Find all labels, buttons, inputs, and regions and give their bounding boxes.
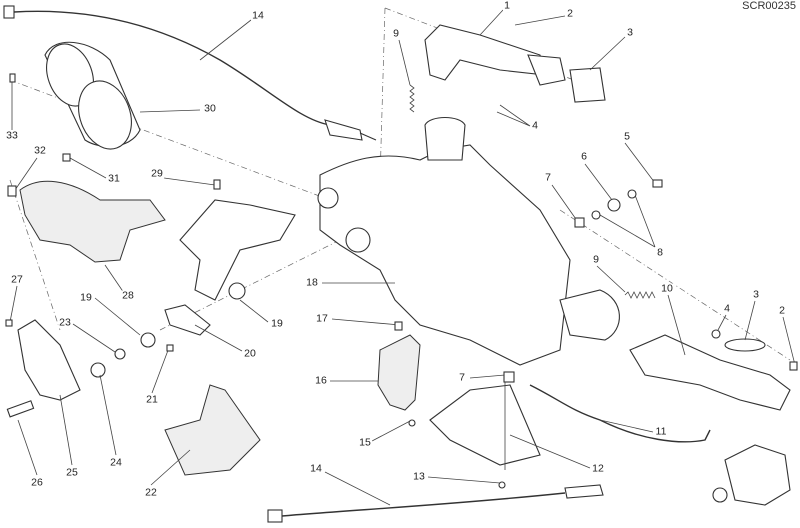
support-bracket bbox=[90, 282, 246, 378]
callout-13: 13 bbox=[412, 470, 426, 483]
callout-3: 3 bbox=[752, 288, 760, 301]
callout-22: 22 bbox=[144, 486, 158, 499]
callout-2: 2 bbox=[566, 7, 574, 20]
springs bbox=[409, 84, 656, 299]
callout-33: 33 bbox=[5, 129, 19, 142]
callout-14: 14 bbox=[251, 9, 265, 22]
callout-9: 9 bbox=[392, 27, 400, 40]
header-pipe-top bbox=[424, 24, 606, 103]
callout-19: 19 bbox=[79, 291, 93, 304]
callout-16: 16 bbox=[314, 374, 328, 387]
callout-9: 9 bbox=[592, 253, 600, 266]
lambda-sensor-bottom bbox=[267, 484, 604, 523]
callout-24: 24 bbox=[109, 456, 123, 469]
callout-5: 5 bbox=[623, 130, 631, 143]
small-shields bbox=[377, 334, 541, 466]
callout-31: 31 bbox=[107, 172, 121, 185]
callout-3: 3 bbox=[626, 26, 634, 39]
callout-15: 15 bbox=[358, 436, 372, 449]
exhaust-valve-actuator bbox=[712, 444, 791, 506]
heat-shield-lower bbox=[164, 384, 261, 476]
callout-23: 23 bbox=[58, 316, 72, 329]
callout-30: 30 bbox=[203, 102, 217, 115]
callout-8: 8 bbox=[656, 246, 664, 259]
callout-12: 12 bbox=[591, 462, 605, 475]
callout-2: 2 bbox=[778, 304, 786, 317]
callout-6: 6 bbox=[580, 150, 588, 163]
callout-18: 18 bbox=[305, 276, 319, 289]
callout-7: 7 bbox=[544, 171, 552, 184]
lambda-sensor-top bbox=[3, 5, 377, 141]
callout-19: 19 bbox=[270, 317, 284, 330]
callout-10: 10 bbox=[660, 282, 674, 295]
callout-20: 20 bbox=[243, 347, 257, 360]
callout-4: 4 bbox=[723, 302, 731, 315]
callout-4: 4 bbox=[531, 119, 539, 132]
callout-26: 26 bbox=[30, 476, 44, 489]
diagram-code: SCR00235 bbox=[742, 0, 796, 12]
fasteners bbox=[5, 73, 798, 489]
silencer-body bbox=[317, 116, 620, 366]
callout-1: 1 bbox=[503, 0, 511, 12]
callout-28: 28 bbox=[121, 289, 135, 302]
heat-shield-upper bbox=[19, 180, 166, 263]
mounting-bracket bbox=[179, 199, 296, 301]
leader-lines bbox=[9, 9, 796, 506]
callout-21: 21 bbox=[145, 393, 159, 406]
callout-17: 17 bbox=[315, 312, 329, 325]
callout-11: 11 bbox=[654, 425, 668, 438]
header-pipe-right bbox=[629, 334, 791, 411]
callout-32: 32 bbox=[33, 144, 47, 157]
callout-7: 7 bbox=[458, 371, 466, 384]
callout-27: 27 bbox=[10, 273, 24, 286]
sensor-cable bbox=[529, 384, 711, 443]
callout-25: 25 bbox=[65, 466, 79, 479]
callout-29: 29 bbox=[150, 167, 164, 180]
heel-guard bbox=[17, 319, 81, 401]
silencer-end-caps bbox=[44, 41, 141, 150]
callout-14: 14 bbox=[309, 462, 323, 475]
